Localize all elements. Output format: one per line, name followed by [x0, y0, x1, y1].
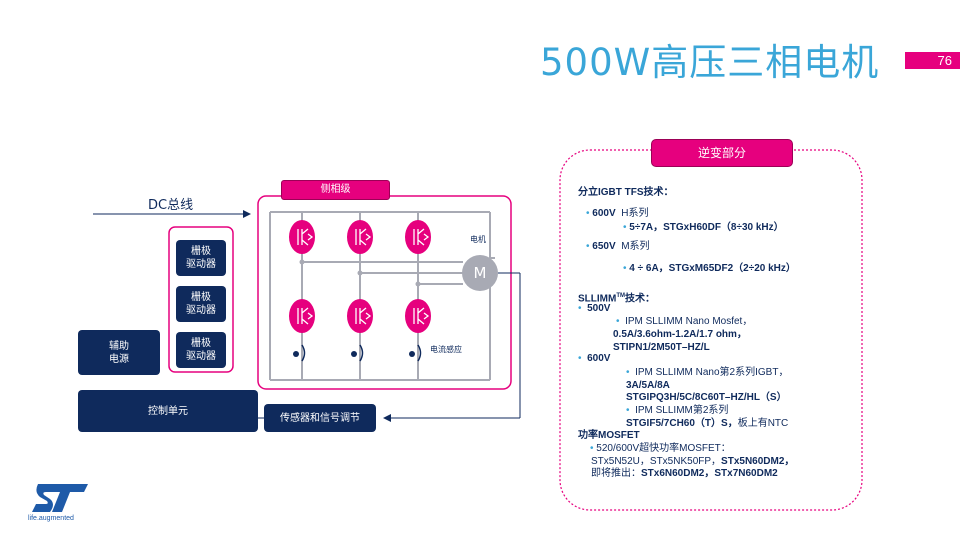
mosfet-item: • 520/600V超快功率MOSFET：: [590, 443, 731, 454]
igbt-title: 分立IGBT TFS技术：: [578, 187, 674, 198]
v500-spec: 0.5A/3.6ohm-1.2A/1.7 ohm，: [613, 329, 747, 340]
v500-ipm: • IPM SLLIMM Nano Mosfet，: [616, 316, 753, 327]
sllimm-title: SLLIMMTM技术：: [578, 293, 655, 305]
igbt-switch-bottom-row: [289, 299, 431, 333]
igbt-switch-top-row: [289, 220, 431, 254]
igbt-650-detail: • 4 ÷ 6A，STGxM65DF2（2÷20 kHz）: [623, 263, 796, 274]
v600-spec: 3A/5A/8A: [626, 380, 670, 391]
gate-driver-group: [168, 226, 234, 373]
v500-part: STIPN1/2M50T–HZ/L: [613, 342, 710, 353]
v500-item: • 500V: [578, 303, 611, 314]
logo-tagline: life.augmented: [28, 515, 74, 522]
mosfet-upcoming: 即将推出：STx6N60DM2，STx7N60DM2: [591, 468, 778, 479]
mosfet-title: 功率MOSFET: [578, 430, 640, 441]
aux-power-box: 辅助电源: [78, 330, 160, 375]
st-logo-icon: [32, 484, 88, 512]
igbt-600-detail: • 5÷7A，STGxH60DF（8÷30 kHz）: [623, 222, 784, 233]
gate-driver-3: 栅极驱动器: [176, 332, 226, 368]
inverter-stage-tag: 侧相级: [281, 180, 390, 200]
current-sense-label: 电流感应: [430, 345, 462, 354]
control-unit-box: 控制单元: [78, 390, 258, 432]
v600-item: • 600V: [578, 353, 611, 364]
gate-driver-1: 栅极驱动器: [176, 240, 226, 276]
current-sense-shunts: [293, 344, 422, 362]
v600-ipm: • IPM SLLIMM Nano第2系列IGBT，: [626, 367, 789, 378]
motor-symbol: [462, 255, 498, 291]
motor-label: 电机: [470, 235, 486, 244]
page-number: 76: [905, 52, 960, 69]
v600-part: STGIPQ3H/5C/8C60T–HZ/HL（S）: [626, 392, 787, 403]
dc-bus-label: DC总线: [148, 198, 194, 213]
v600-ipm2: • IPM SLLIMM第2系列: [626, 405, 729, 416]
igbt-650-item: • 650V M系列: [586, 241, 650, 252]
inverter-section-tab: 逆变部分: [651, 139, 793, 167]
mosfet-parts: STx5N52U，STx5NK50FP，STx5N60DM2，: [591, 456, 795, 467]
gate-driver-2: 栅极驱动器: [176, 286, 226, 322]
sensor-conditioning-box: 传感器和信号调节: [264, 404, 376, 432]
igbt-600-item: • 600V H系列: [586, 208, 649, 219]
v600-part2: STGIF5/7CH60（T）S，板上有NTC: [626, 418, 789, 429]
motor-letter: M: [473, 264, 487, 282]
page-title: 500W高压三相电机: [540, 41, 880, 84]
